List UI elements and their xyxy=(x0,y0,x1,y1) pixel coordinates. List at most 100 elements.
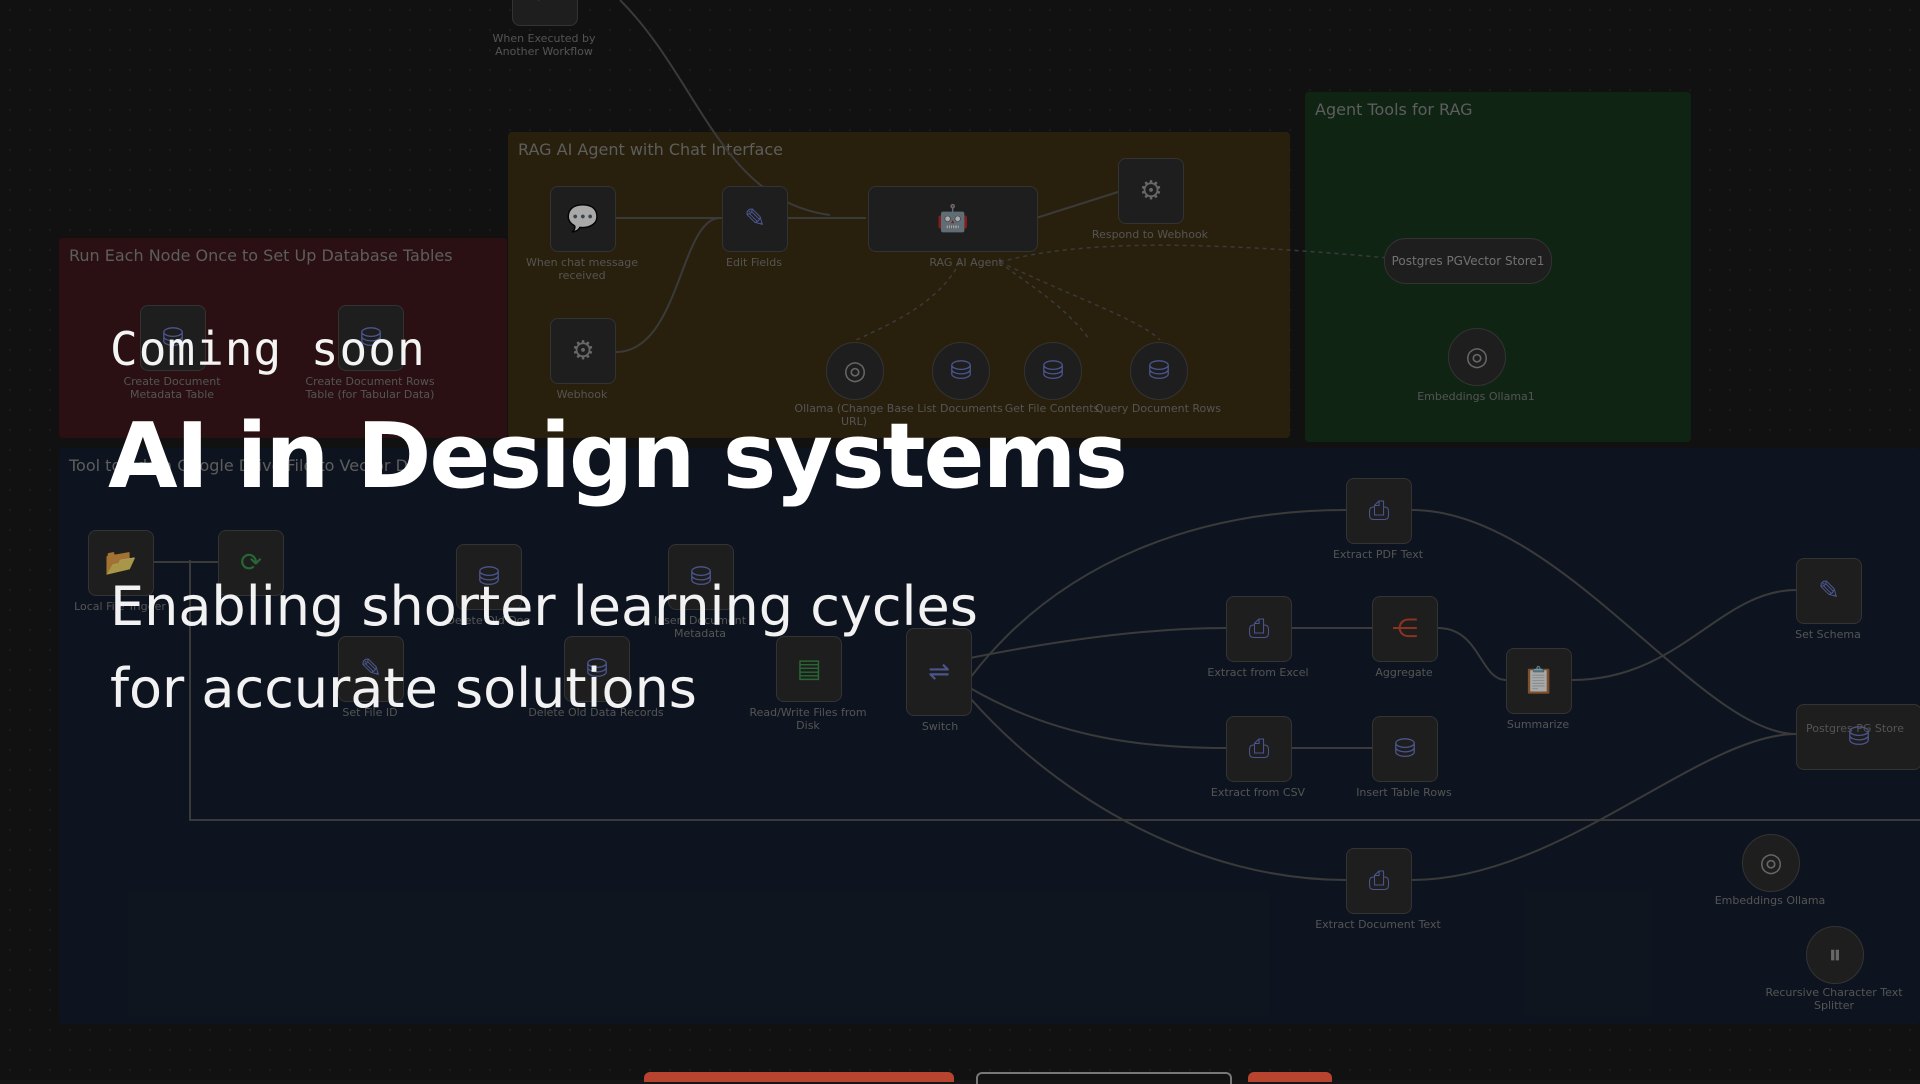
aggregate-icon: ⋲ xyxy=(1392,614,1418,644)
node-label: Read/Write Files from Disk xyxy=(749,706,867,733)
extract-csv-node[interactable]: ⎙ xyxy=(1226,716,1292,782)
pencil-icon: ✎ xyxy=(1818,576,1840,606)
node-label: Respond to Webhook xyxy=(1091,228,1209,241)
group-setup-tables: Run Each Node Once to Set Up Database Ta… xyxy=(59,238,507,438)
database-icon: ⛁ xyxy=(1148,356,1170,386)
clipboard-icon: 📋 xyxy=(1522,666,1556,696)
set-file-id-node[interactable]: ✎ xyxy=(338,636,404,702)
hero-title: AI in Design systems xyxy=(108,404,1128,509)
query-rows-node[interactable]: ⛁ xyxy=(1130,342,1188,400)
workflow-trigger-node[interactable]: ⚡ xyxy=(512,0,578,26)
node-label: Extract from Excel xyxy=(1207,666,1309,679)
bottom-button-red[interactable] xyxy=(644,1072,954,1082)
embeddings-ollama-node[interactable]: ◎ xyxy=(1742,834,1800,892)
ollama-icon: ◎ xyxy=(843,356,867,386)
text-splitter-node[interactable]: ⏸ xyxy=(1806,926,1864,984)
wire xyxy=(615,217,721,353)
file-export-icon: ⎙ xyxy=(1368,495,1390,526)
node-label: Get File Contents xyxy=(1004,402,1100,415)
node-label: Edit Fields xyxy=(726,256,782,269)
signpost-icon: ⇌ xyxy=(928,657,950,687)
create-metadata-table-node[interactable]: ⛁ xyxy=(140,305,206,371)
switch-node[interactable]: ⇌ xyxy=(906,628,972,716)
local-file-trigger-node[interactable]: 📂 xyxy=(88,530,154,596)
database-icon: ⛁ xyxy=(690,562,712,592)
node-label: Set Schema xyxy=(1795,628,1861,641)
database-icon: ⛁ xyxy=(360,323,382,353)
bottom-button-small[interactable] xyxy=(1248,1072,1332,1082)
webhook-icon: ⚙ xyxy=(1139,176,1163,206)
chat-trigger-node[interactable]: 💬 xyxy=(550,186,616,252)
file-export-icon: ⎙ xyxy=(1248,733,1270,764)
read-write-files-node[interactable]: ▤ xyxy=(776,636,842,702)
aggregate-node[interactable]: ⋲ xyxy=(1372,596,1438,662)
file-export-icon: ⎙ xyxy=(1368,865,1390,896)
database-icon: ⛁ xyxy=(1042,356,1064,386)
node-label: Extract from CSV xyxy=(1210,786,1306,799)
wire xyxy=(999,261,1161,341)
extract-document-node[interactable]: ⎙ xyxy=(1346,848,1412,914)
embeddings-ollama1-node[interactable]: ◎ xyxy=(1448,328,1506,386)
group-agent-tools: Agent Tools for RAG xyxy=(1305,92,1691,442)
node-label: List Documents xyxy=(917,402,1003,415)
wire xyxy=(969,509,1347,679)
group-label: RAG AI Agent with Chat Interface xyxy=(518,140,783,159)
file-export-icon: ⎙ xyxy=(1248,613,1270,644)
edit-fields-node[interactable]: ✎ xyxy=(722,186,788,252)
loop-node[interactable]: ⟳ xyxy=(218,530,284,596)
split-icon: ⏸ xyxy=(1828,939,1842,970)
create-rows-table-node[interactable]: ⛁ xyxy=(338,305,404,371)
wire xyxy=(1035,191,1119,219)
node-label: Delete Old Doc xyxy=(446,614,530,627)
summarize-node[interactable]: 📋 xyxy=(1506,648,1572,714)
ollama-icon: ◎ xyxy=(1465,342,1489,372)
subtitle-line: Enabling shorter learning cycles xyxy=(110,575,978,638)
extract-excel-node[interactable]: ⎙ xyxy=(1226,596,1292,662)
insert-metadata-node[interactable]: ⛁ xyxy=(668,544,734,610)
webhook-icon: ⚙ xyxy=(571,336,595,366)
postgres-store-node[interactable]: ⛁ xyxy=(1796,704,1920,770)
chat-icon: 💬 xyxy=(566,204,600,234)
database-icon: ⛁ xyxy=(586,654,608,684)
delete-old-rows-node[interactable]: ⛁ xyxy=(564,636,630,702)
ollama-icon: ◎ xyxy=(1759,848,1783,878)
bottom-button-outline[interactable] xyxy=(976,1072,1232,1084)
group-label: Run Each Node Once to Set Up Database Ta… xyxy=(69,246,453,265)
node-label: Query Document Rows xyxy=(1094,402,1222,415)
extract-pdf-node[interactable]: ⎙ xyxy=(1346,478,1412,544)
insert-table-rows-node[interactable]: ⛁ xyxy=(1372,716,1438,782)
wire xyxy=(1411,733,1797,881)
node-label: Summarize xyxy=(1506,718,1570,731)
delete-old-docs-node[interactable]: ⛁ xyxy=(456,544,522,610)
database-icon: ⛁ xyxy=(950,356,972,386)
node-label: Webhook xyxy=(556,388,608,401)
ollama-model-node[interactable]: ◎ xyxy=(826,342,884,400)
lightning-icon: ⚡ xyxy=(536,0,554,8)
pencil-icon: ✎ xyxy=(744,204,766,234)
group-label: Tool to Add a Google Drive File to Vecto… xyxy=(69,456,419,475)
wire xyxy=(619,0,831,216)
rag-agent-node[interactable]: 🤖 xyxy=(868,186,1038,252)
refresh-icon: ⟳ xyxy=(240,548,262,578)
node-label: Extract PDF Text xyxy=(1332,548,1424,561)
database-icon: ⛁ xyxy=(1394,734,1416,764)
wire xyxy=(1411,509,1797,735)
webhook-node[interactable]: ⚙ xyxy=(550,318,616,384)
node-label: Ollama (Change Base URL) xyxy=(794,402,914,429)
set-schema-node[interactable]: ✎ xyxy=(1796,558,1862,624)
node-label: Switch xyxy=(921,720,959,733)
node-label: When Executed by Another Workflow xyxy=(492,32,596,59)
node-label: Extract Document Text xyxy=(1315,918,1441,931)
pgvector-store-node[interactable]: Postgres PGVector Store1 xyxy=(1384,238,1552,284)
wire xyxy=(1571,589,1797,681)
node-label: Create Document Rows Table (for Tabular … xyxy=(305,375,435,402)
respond-webhook-node[interactable]: ⚙ xyxy=(1118,158,1184,224)
get-file-contents-node[interactable]: ⛁ xyxy=(1024,342,1082,400)
wire xyxy=(999,261,1091,341)
node-label: Embeddings Ollama xyxy=(1714,894,1826,907)
list-documents-node[interactable]: ⛁ xyxy=(932,342,990,400)
wire xyxy=(1437,627,1507,681)
